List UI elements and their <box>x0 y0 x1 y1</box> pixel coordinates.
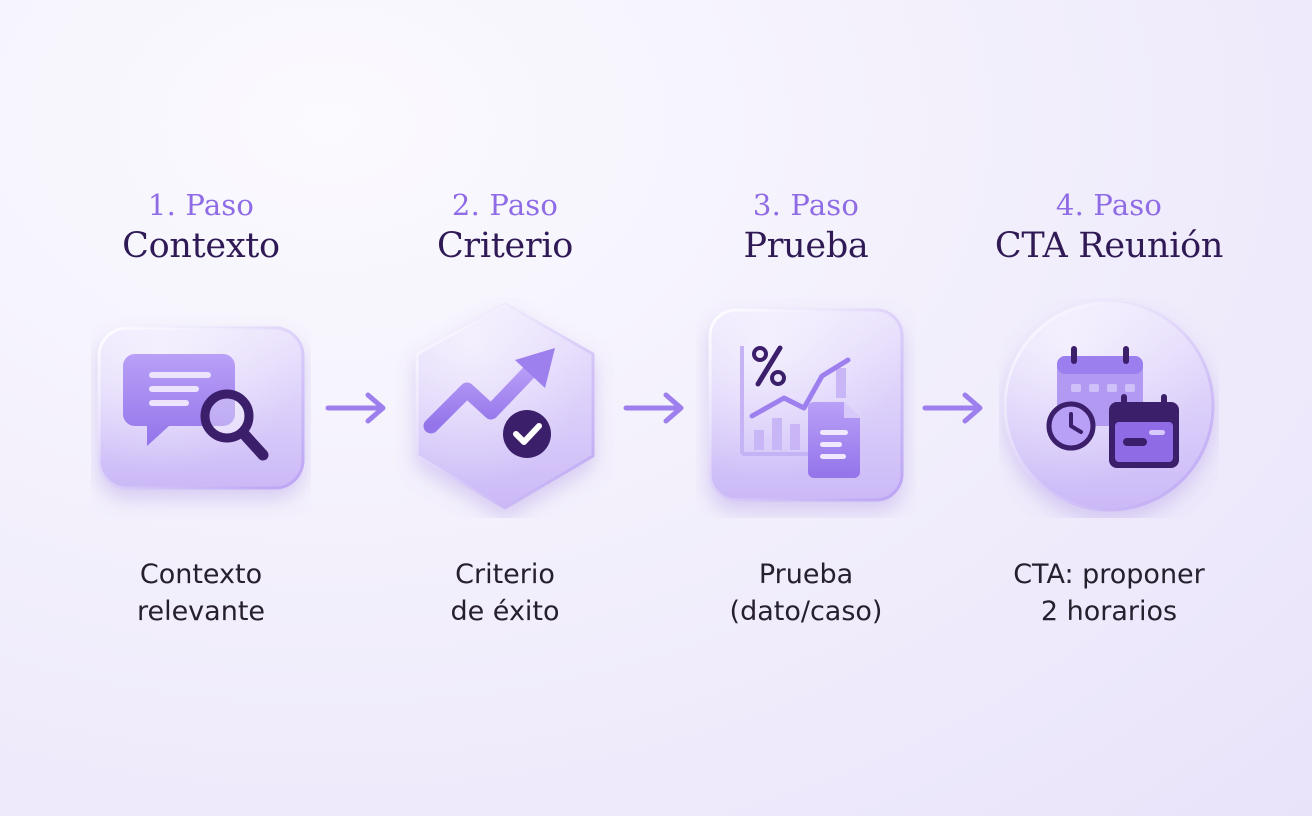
step-description-line: de éxito <box>450 596 560 627</box>
chat-search-icon <box>91 298 311 518</box>
step-number-label: 4. Paso <box>1055 188 1163 222</box>
step-number-label: 3. Paso <box>752 188 860 222</box>
step-number-label: 2. Paso <box>451 188 559 222</box>
arrow-right-icon <box>921 390 987 426</box>
arrow-right-icon <box>622 390 688 426</box>
step-title: CTA Reunión <box>994 226 1224 266</box>
step-1: 1. Paso Contexto Contexto relevante <box>41 0 361 816</box>
step-title: Prueba <box>743 226 869 266</box>
step-description-line: (dato/caso) <box>729 596 883 627</box>
step-description-line: CTA: proponer <box>1013 559 1205 590</box>
step-description-line: Contexto <box>139 559 263 590</box>
step-description: Contexto relevante <box>41 556 361 630</box>
step-description: Prueba (dato/caso) <box>646 556 966 630</box>
step-4: 4. Paso CTA Reunión <box>949 0 1269 816</box>
step-description-line: Prueba <box>758 559 854 590</box>
step-2: 2. Paso Criterio Criterio de éxito <box>345 0 665 816</box>
step-description-line: 2 horarios <box>1040 596 1178 627</box>
step-title: Contexto <box>122 226 280 266</box>
step-title: Criterio <box>436 226 574 266</box>
step-description-line: relevante <box>136 596 266 627</box>
arrow-right-icon <box>324 390 390 426</box>
step-number-label: 1. Paso <box>147 188 255 222</box>
chart-document-icon <box>696 298 916 518</box>
calendar-clock-icon <box>999 298 1219 518</box>
step-description-line: Criterio <box>455 559 555 590</box>
trend-check-icon <box>395 298 615 518</box>
step-description: Criterio de éxito <box>345 556 665 630</box>
step-description: CTA: proponer 2 horarios <box>949 556 1269 630</box>
step-3: 3. Paso Prueba <box>646 0 966 816</box>
